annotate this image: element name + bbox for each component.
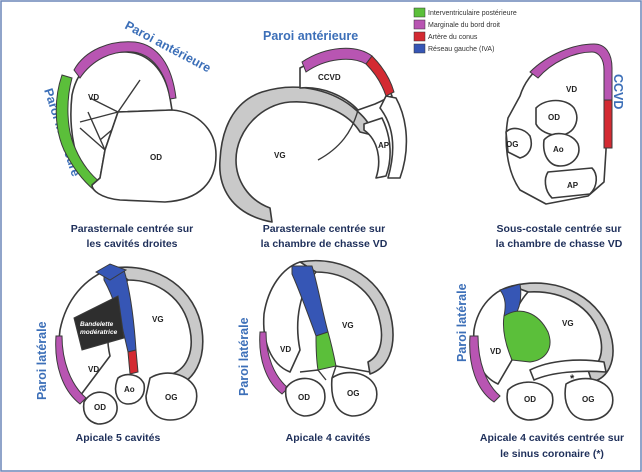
cavity-vg: VG bbox=[342, 321, 354, 330]
cavity-og: OG bbox=[506, 140, 518, 149]
wall-label-laterale: Paroi latérale bbox=[35, 321, 49, 400]
panel-caption-line1: Parasternale centrée sur bbox=[71, 223, 194, 235]
legend-label-marginale: Marginale du bord droit bbox=[428, 22, 500, 29]
cavity-od: OD bbox=[524, 395, 536, 404]
panel-caption-line2: la chambre de chasse VD bbox=[261, 238, 388, 250]
cavity-vd: VD bbox=[88, 365, 99, 374]
cavity-ao: Ao bbox=[124, 385, 135, 394]
legend-swatch-ivp bbox=[414, 8, 425, 17]
cavity-od: OD bbox=[548, 113, 560, 122]
legend-label-conus: Artère du conus bbox=[428, 34, 478, 41]
panel-caption-line1: Apicale 4 cavités bbox=[286, 432, 371, 444]
label-moderatrice: modératrice bbox=[80, 329, 118, 336]
panel-caption-line1: Sous-costale centrée sur bbox=[497, 223, 622, 235]
cavity-vd: VD bbox=[490, 347, 501, 356]
cavity-ap: AP bbox=[378, 141, 390, 150]
cavity-vg: VG bbox=[274, 151, 286, 160]
ivp-segment bbox=[316, 332, 336, 370]
legend-item-conus: Artère du conus bbox=[414, 32, 478, 41]
cavity-og: OG bbox=[582, 395, 594, 404]
legend-swatch-conus bbox=[414, 32, 425, 41]
panel-caption-line1: Parasternale centrée sur bbox=[263, 223, 386, 235]
panel-apical-5-chamber: Paroi latérale Bandelette modératrice VG… bbox=[35, 264, 203, 444]
panel-caption-line2: le sinus coronaire (*) bbox=[500, 448, 604, 460]
legend-label-ivp: Interventriculaire postérieure bbox=[428, 10, 517, 17]
legend-item-ivp: Interventriculaire postérieure bbox=[414, 8, 517, 17]
panel-caption-line2: les cavités droites bbox=[86, 238, 177, 250]
cavity-ao: Ao bbox=[553, 145, 564, 154]
legend: Interventriculaire postérieure Marginale… bbox=[414, 8, 517, 53]
cavity-od: OD bbox=[150, 153, 162, 162]
conus-segment bbox=[604, 100, 612, 148]
cavity-vg: VG bbox=[152, 315, 164, 324]
conus-segment bbox=[128, 350, 138, 374]
panel-caption-line2: la chambre de chasse VD bbox=[496, 238, 623, 250]
cavity-ap: AP bbox=[567, 181, 579, 190]
legend-label-iva: Réseau gauche (IVA) bbox=[428, 46, 494, 53]
panel-subcostal-rvot: CCVD VD OD OG Ao AP Sous-costale centrée… bbox=[496, 44, 625, 250]
legend-item-iva: Réseau gauche (IVA) bbox=[414, 44, 494, 53]
cavity-vd: VD bbox=[280, 345, 291, 354]
cavity-vd: VD bbox=[88, 93, 99, 102]
label-bandelette: Bandelette bbox=[80, 321, 114, 328]
wall-label-ccvd: CCVD bbox=[611, 74, 625, 109]
ivp-segment bbox=[503, 311, 550, 362]
cavity-ccvd: CCVD bbox=[318, 73, 341, 82]
cavity-vg: VG bbox=[562, 319, 574, 328]
cavity-og: OG bbox=[347, 389, 359, 398]
cavity-od: OD bbox=[298, 393, 310, 402]
panel-parasternal-rvot: Paroi antérieure CCVD VG AP Parasternale… bbox=[220, 29, 407, 250]
panel-parasternal-right-cavities: Paroi antérieure Paroi inférieure VD OD … bbox=[41, 18, 216, 250]
wall-label-laterale: Paroi latérale bbox=[455, 283, 469, 362]
cavity-og: OG bbox=[165, 393, 177, 402]
lv-wall bbox=[220, 87, 372, 222]
panel-caption-line1: Apicale 4 cavités centrée sur bbox=[480, 432, 624, 444]
legend-swatch-marginale bbox=[414, 20, 425, 29]
legend-item-marginale: Marginale du bord droit bbox=[414, 20, 500, 29]
panel-apical-4-chamber: Paroi latérale VG VD OD OG Apicale 4 cav… bbox=[237, 261, 393, 444]
cavity-od: OD bbox=[94, 403, 106, 412]
wall-label-laterale: Paroi latérale bbox=[237, 317, 251, 396]
wall-label-anterieure: Paroi antérieure bbox=[263, 29, 358, 43]
panel-apical-4-chamber-coronary-sinus: Paroi latérale VG VD * OD OG Apicale 4 c… bbox=[455, 283, 624, 460]
panel-caption-line1: Apicale 5 cavités bbox=[76, 432, 161, 444]
cavity-vd: VD bbox=[566, 85, 577, 94]
legend-swatch-iva bbox=[414, 44, 425, 53]
